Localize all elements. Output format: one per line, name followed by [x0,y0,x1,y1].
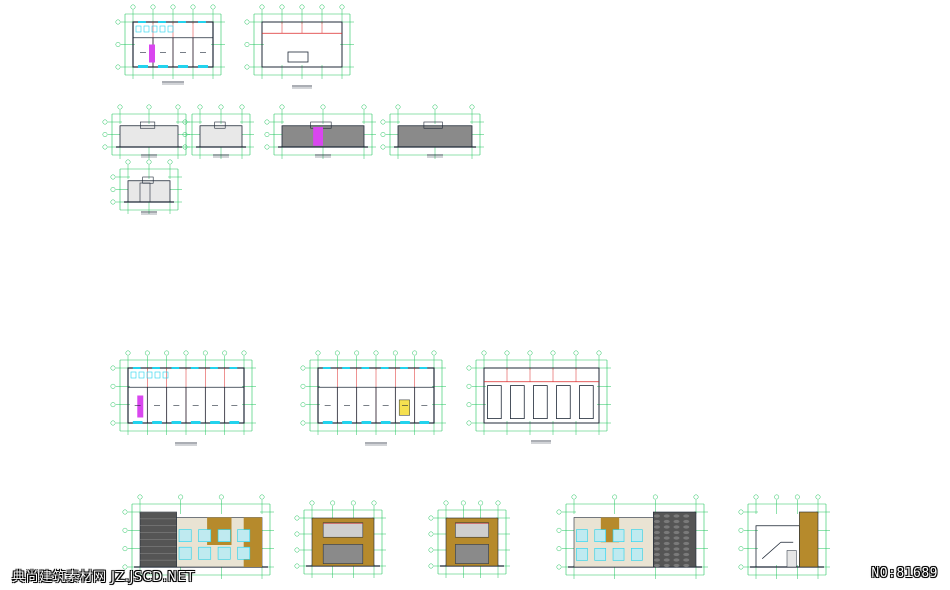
elevation-small-3 [264,104,376,159]
watermark-left: 典尚建筑素材网 JZ.JSCD.NET [12,570,195,585]
elevation-large-3 [428,500,510,578]
roof-plan [466,350,611,444]
watermark-right: NO:81689 [871,566,938,581]
elevation-small-1 [102,104,190,159]
elevation-large-1 [122,494,274,579]
section-large-1 [738,494,830,579]
plan-small-b [244,4,354,89]
plan-small-a [115,4,225,85]
elevation-large-2 [294,500,386,578]
elevation-large-4 [556,494,708,579]
floor-plan-1 [110,350,256,446]
section-small-1 [110,159,182,215]
elevation-small-4 [380,104,484,159]
floor-plan-2 [300,350,446,446]
elevation-small-2 [182,104,254,159]
